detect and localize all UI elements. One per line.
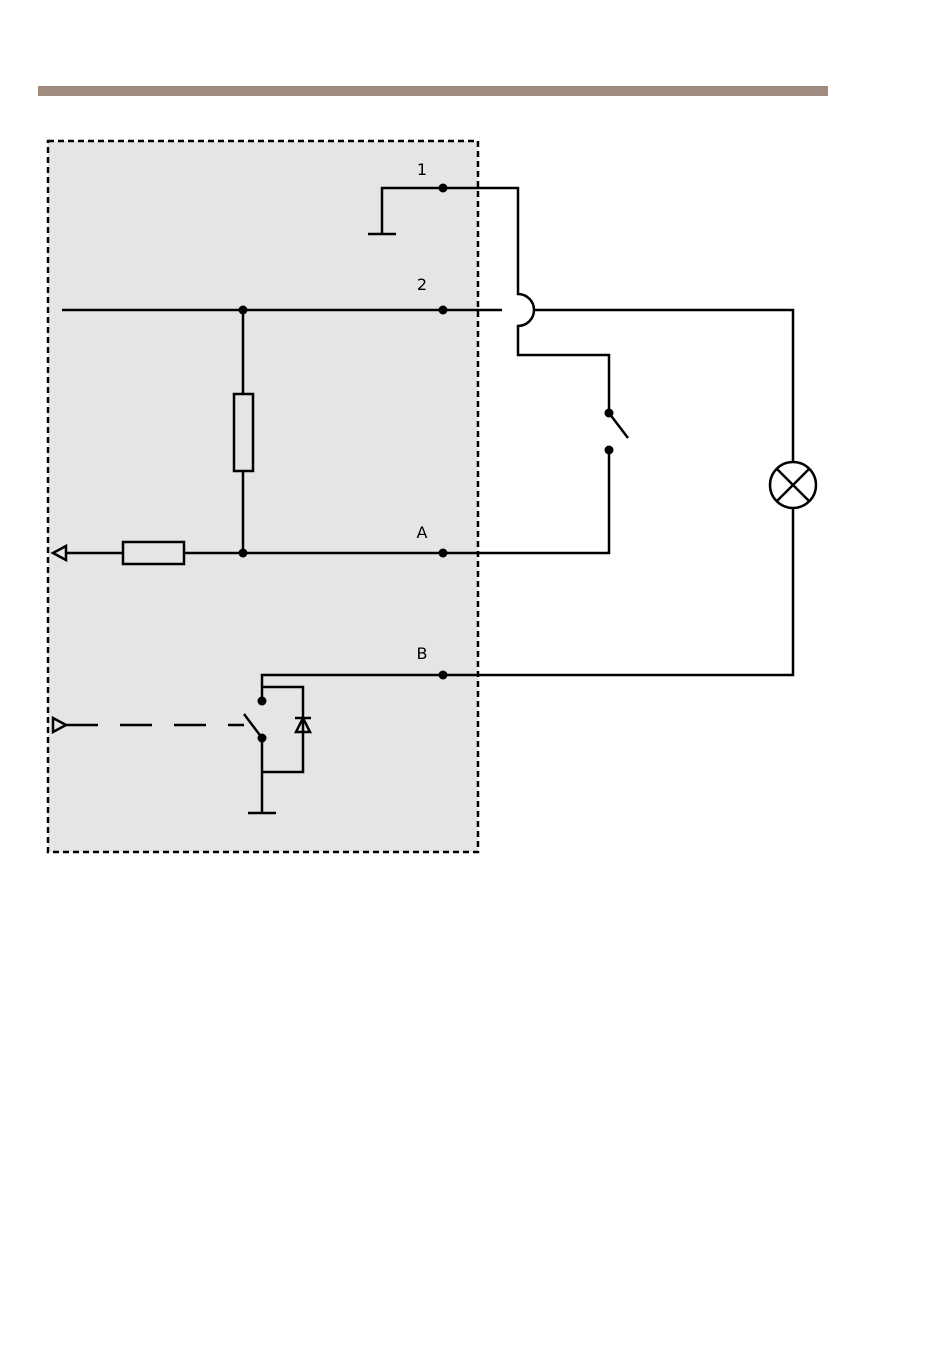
wire-pin2-lamp bbox=[534, 310, 793, 462]
pin-label-b: B bbox=[417, 644, 428, 663]
wire-lamp-to-B bbox=[443, 508, 793, 675]
pin-label-2: 2 bbox=[417, 275, 427, 294]
switch-icon bbox=[609, 413, 628, 438]
pin-label-1: 1 bbox=[417, 160, 427, 179]
pin-label-a: A bbox=[417, 523, 428, 542]
